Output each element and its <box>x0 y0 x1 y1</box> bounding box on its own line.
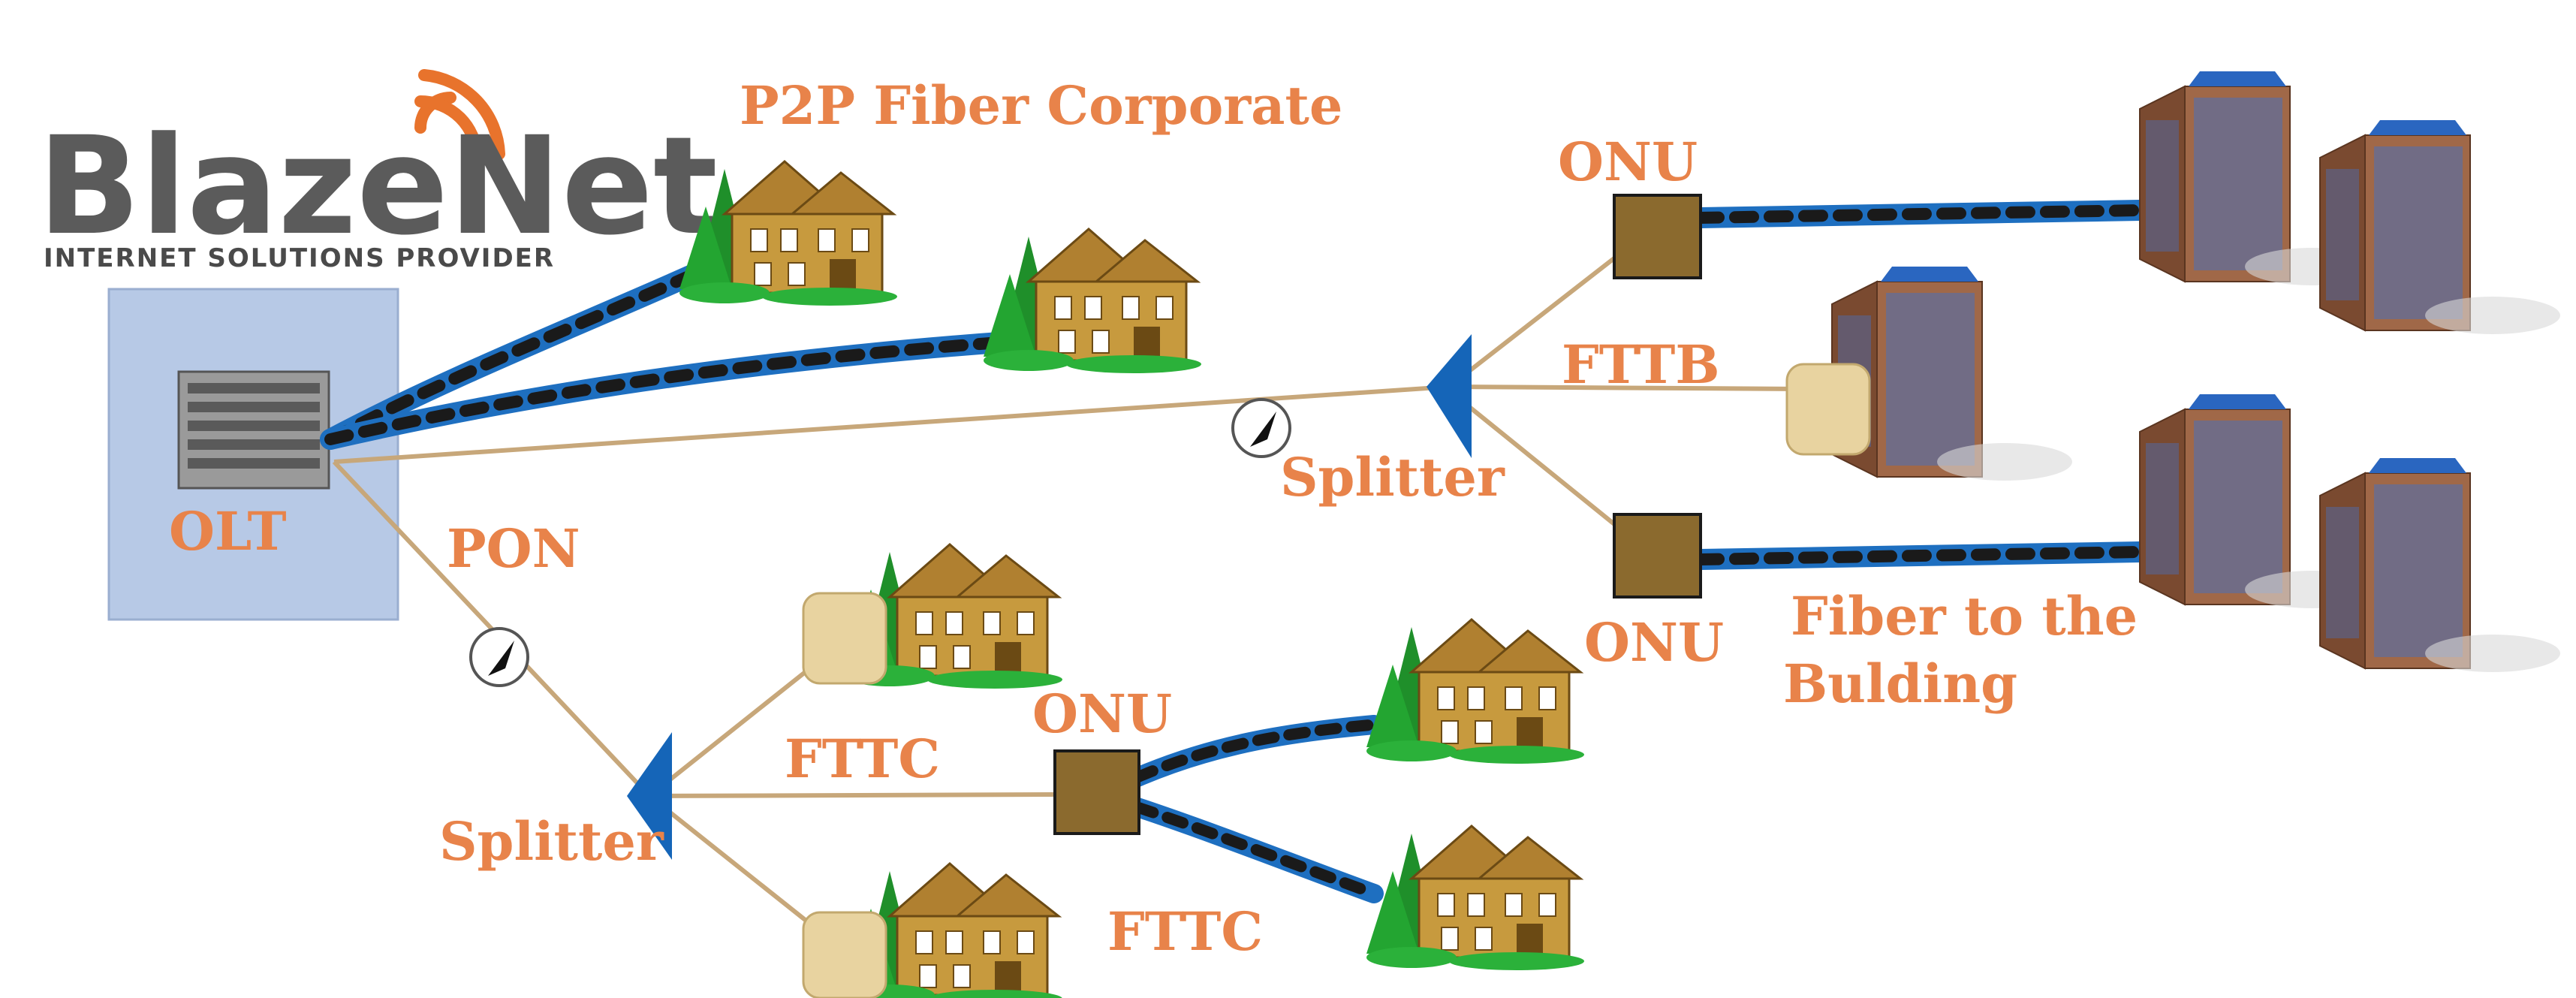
splitter-icon <box>627 732 672 860</box>
label-fttc-bottom: FTTC <box>1107 900 1263 963</box>
label-splitter-bottom: Splitter <box>439 810 664 873</box>
label-onu-top: ONU <box>1558 131 1698 193</box>
logo-word-net: Net <box>448 108 718 265</box>
label-splitter-top: Splitter <box>1280 446 1505 508</box>
house-icon <box>1365 825 1586 972</box>
splitter-icon <box>1427 334 1472 458</box>
label-fttc-mid: FTTC <box>785 728 940 790</box>
compass-icon <box>469 627 529 687</box>
logo: BlazeNet INTERNET SOLUTIONS PROVIDER <box>38 69 718 273</box>
label-pon: PON <box>447 517 580 580</box>
termination-box-icon <box>802 592 887 685</box>
label-onu-bottom: ONU <box>1032 683 1172 745</box>
house-icon <box>982 228 1203 375</box>
label-p2p-fiber-corporate: P2P Fiber Corporate <box>740 74 1342 137</box>
logo-tagline: INTERNET SOLUTIONS PROVIDER <box>44 243 555 273</box>
label-fttb: FTTB <box>1562 333 1720 396</box>
compass-icon <box>1231 398 1291 458</box>
p2p-fiber-cables <box>320 260 1020 450</box>
logo-wordmark: BlazeNet <box>38 108 718 265</box>
olt-device-icon <box>177 370 330 490</box>
termination-box-icon <box>802 911 887 998</box>
termination-box-icon <box>1785 363 1871 456</box>
label-olt: OLT <box>169 500 287 562</box>
label-fiber-to-the: Fiber to the <box>1791 585 2138 647</box>
onu-box-icon <box>1053 749 1140 835</box>
wifi-icon <box>414 69 505 164</box>
onu-fiber-cables <box>1128 200 2150 903</box>
building-icon <box>2319 457 2561 673</box>
label-building: Bulding <box>1783 653 2017 715</box>
building-icon <box>2319 119 2561 335</box>
onu-box-icon <box>1613 513 1702 598</box>
onu-box-icon <box>1613 194 1702 279</box>
logo-word-blaze: Blaze <box>38 108 448 265</box>
house-icon <box>1365 618 1586 765</box>
label-onu-mid: ONU <box>1584 611 1724 674</box>
